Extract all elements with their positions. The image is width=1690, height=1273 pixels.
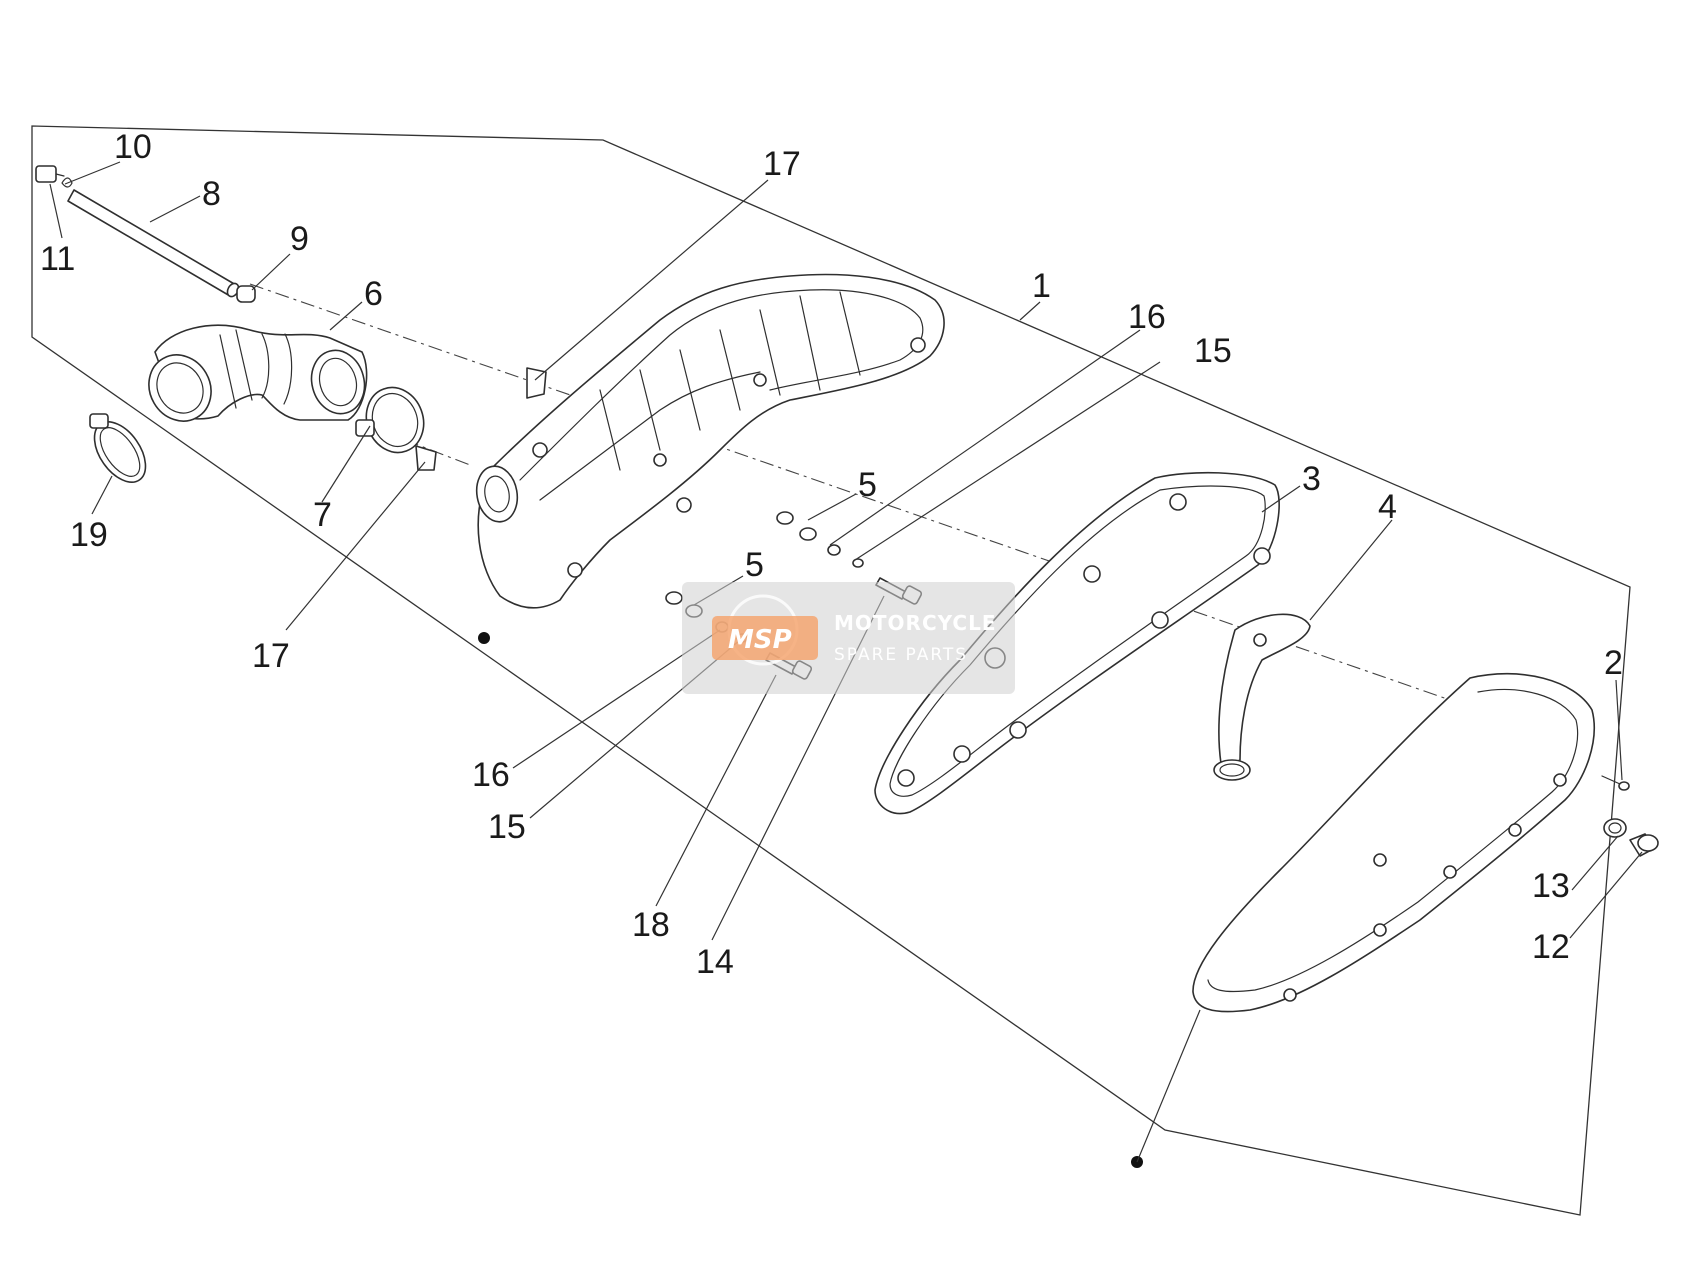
callout-2: 2 [1604, 644, 1623, 682]
part-1-air-filter-housing [475, 273, 945, 609]
part-7-band-clamp [355, 386, 425, 454]
part-11-clip [61, 177, 73, 188]
assembly-outline [31, 125, 1631, 1216]
callout-15-upper: 15 [1194, 332, 1232, 370]
part-6-intake-elbow [148, 324, 368, 422]
part-9-hose-clip [236, 285, 256, 303]
callout-12: 12 [1532, 928, 1570, 966]
callout-8: 8 [202, 175, 221, 213]
reference-dot-left [478, 632, 490, 644]
callout-6: 6 [364, 275, 383, 313]
callout-labels: 10 8 11 9 6 7 19 17 17 1 16 15 5 5 16 15… [40, 128, 1623, 981]
part-5-washer-set-upper [776, 511, 817, 541]
callout-13: 13 [1532, 867, 1570, 905]
callout-17-upper: 17 [763, 145, 801, 183]
watermark-logo-text: MSP [728, 625, 792, 655]
callout-4: 4 [1378, 488, 1397, 526]
callout-15-lower: 15 [488, 808, 526, 846]
part-3-filter-element [874, 471, 1280, 815]
callout-5-upper: 5 [858, 466, 877, 504]
part-16-washer-upper [827, 544, 841, 556]
callout-10: 10 [114, 128, 152, 166]
axis-line-upper [249, 283, 1581, 746]
part-17-clip-nut-lower [415, 445, 437, 471]
callout-18: 18 [632, 906, 670, 944]
part-4-duct-pipe [1213, 613, 1311, 781]
callout-16-lower: 16 [472, 756, 510, 794]
callout-17-lower: 17 [252, 637, 290, 675]
watermark-line-1: MOTORCYCLE [834, 611, 996, 635]
callout-14: 14 [696, 943, 734, 981]
part-10-fitting [35, 165, 65, 183]
callout-3: 3 [1302, 460, 1321, 498]
part-1-filter-cover [1192, 672, 1595, 1013]
part-15-washer-upper [852, 558, 864, 568]
part-13-o-ring [1603, 818, 1627, 838]
callout-1: 1 [1032, 267, 1051, 305]
part-8-breather-tube [67, 189, 240, 298]
callout-7: 7 [313, 496, 332, 534]
watermark: MSP MOTORCYCLE SPARE PARTS [682, 582, 1015, 694]
callout-16-upper: 16 [1128, 298, 1166, 336]
part-12-cap [1629, 833, 1659, 857]
part-17-clip-nut-upper [526, 367, 547, 399]
leader-lines [49, 161, 1643, 1163]
watermark-line-2: SPARE PARTS [834, 645, 968, 665]
callout-5-lower: 5 [745, 546, 764, 584]
part-19-band-clamp [89, 413, 147, 483]
callout-19: 19 [70, 516, 108, 554]
part-2-screw [1601, 775, 1630, 791]
callout-9: 9 [290, 220, 309, 258]
callout-11: 11 [40, 240, 75, 278]
